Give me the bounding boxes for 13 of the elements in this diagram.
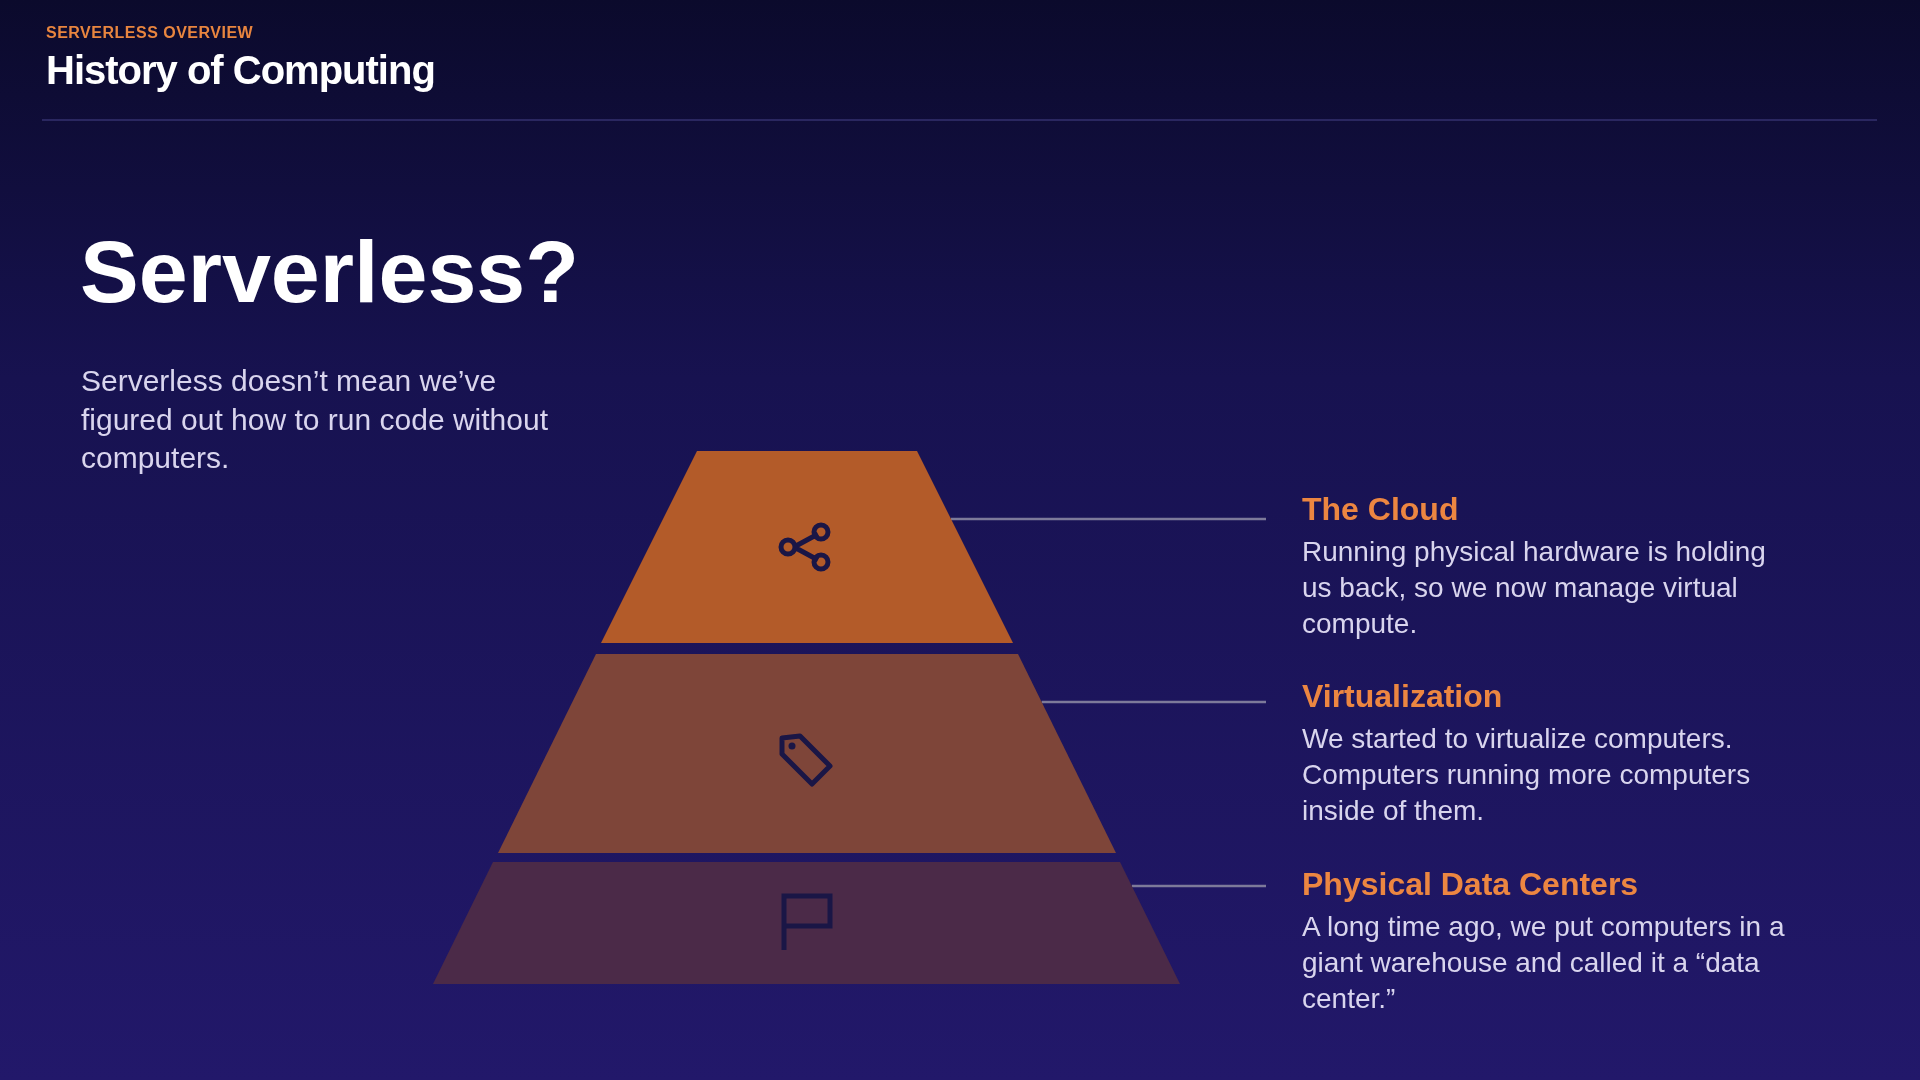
layer-description: We started to virtualize computers. Computers running more computers inside of them. [1302,722,1752,828]
leader-line [951,517,1266,521]
heading: Serverless? [80,222,580,322]
layer-description: Running physical hardware is holding us back, so we now manage virtual compute. [1302,535,1767,641]
section-label: SERVERLESS OVERVIEW [46,24,254,42]
leader-line [1041,700,1266,704]
layer-heading: Virtualization [1302,677,1503,715]
leader-line [1131,884,1266,888]
paragraph: Serverless doesn’t mean we’ve figured out how to run code without computers. [81,363,549,476]
layer-heading: Physical Data Centers [1302,865,1639,903]
layer-description: A long time ago, we put computers in a giant warehouse and called it a “data center.” [1302,910,1786,1016]
layer-heading: The Cloud [1302,490,1459,528]
slide-title: History of Computing [46,48,435,93]
